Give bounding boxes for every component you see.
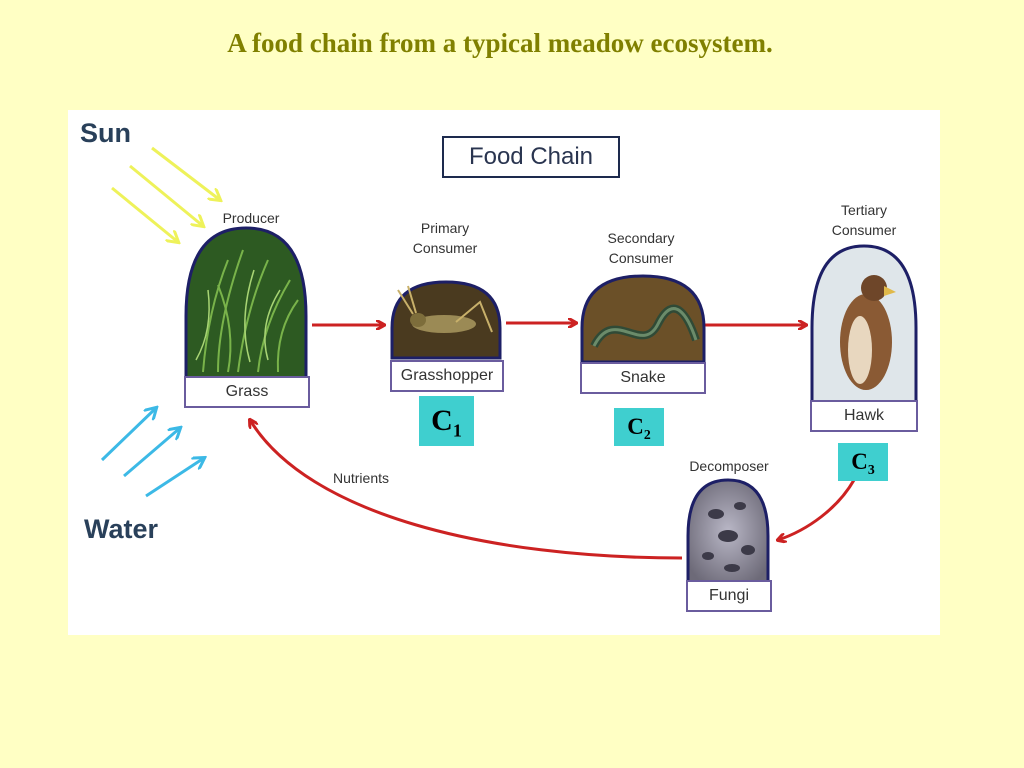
hawk-image xyxy=(810,244,918,404)
sun-rays-icon xyxy=(111,146,220,242)
grass-image xyxy=(184,226,308,380)
water-label: Water xyxy=(84,514,159,544)
fungi-name-box: Fungi xyxy=(686,580,772,612)
food-chain-diagram: Sun Water Food Chain Producer Primary Co… xyxy=(68,110,940,635)
tag-c2: C2 xyxy=(614,408,664,446)
decomposer-label: Decomposer xyxy=(689,458,769,474)
arrow-nutrients-to-grass xyxy=(250,420,683,560)
tag-c3: C3 xyxy=(838,443,888,481)
grass-name-box: Grass xyxy=(184,376,310,408)
nutrients-label: Nutrients xyxy=(332,470,390,486)
primary-consumer-label: Primary Consumer xyxy=(412,220,478,256)
secondary-consumer-label: Secondary Consumer xyxy=(607,230,675,266)
tag-c1: C1 xyxy=(419,396,474,446)
water-arrows-icon xyxy=(100,408,204,498)
grasshopper-name-box: Grasshopper xyxy=(390,360,504,392)
grasshopper-image xyxy=(390,280,502,360)
tertiary-consumer-label: Tertiary Consumer xyxy=(831,202,897,238)
slide-title: A food chain from a typical meadow ecosy… xyxy=(227,28,773,58)
producer-label: Producer xyxy=(222,210,280,226)
hawk-name-box: Hawk xyxy=(810,400,918,432)
snake-name-box: Snake xyxy=(580,362,706,394)
arrow-hawk-to-fungi xyxy=(778,479,856,540)
food-chain-heading: Food Chain xyxy=(442,136,620,178)
snake-image xyxy=(580,274,706,364)
fungi-image xyxy=(686,478,770,584)
sun-label: Sun xyxy=(80,118,131,148)
diagram-graphics xyxy=(100,146,918,584)
